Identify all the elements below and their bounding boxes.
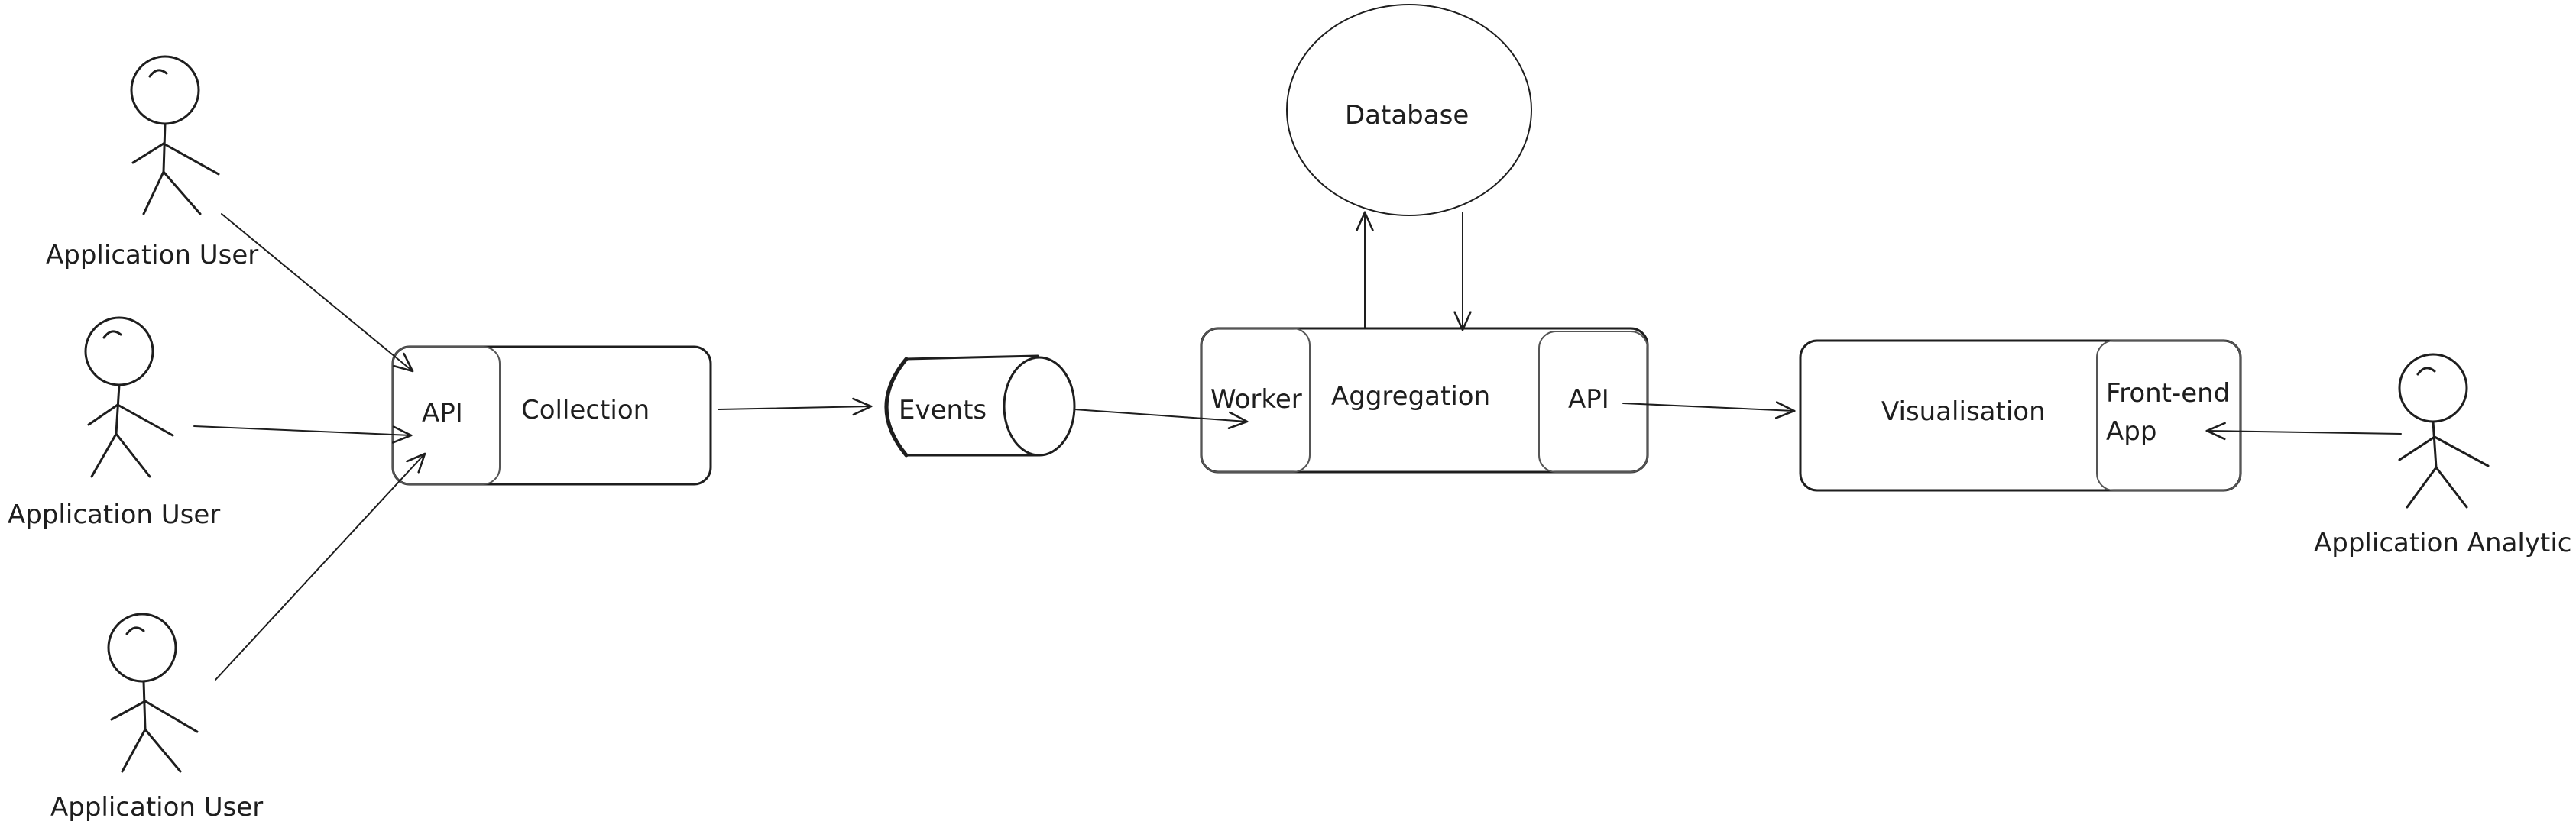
aggregation-worker-box[interactable] bbox=[1201, 328, 1311, 473]
events-title: Events bbox=[899, 395, 987, 425]
collection-title: Collection bbox=[521, 395, 650, 425]
collection-api-box[interactable] bbox=[392, 346, 501, 485]
aggregation-title: Aggregation bbox=[1331, 381, 1490, 412]
stick-figure-icon bbox=[2398, 353, 2490, 509]
visualisation-title: Visualisation bbox=[1881, 396, 2046, 427]
actor-user-top-label: Application User bbox=[46, 240, 258, 270]
arrow-user-bottom-to-api bbox=[215, 454, 425, 681]
connectors bbox=[193, 212, 2402, 681]
database-title: Database bbox=[1345, 100, 1469, 131]
arrow-user-top-to-api bbox=[221, 213, 413, 371]
aggregation-api-label: API bbox=[1568, 384, 1609, 415]
stick-figure-icon bbox=[84, 316, 174, 478]
stick-figure-icon bbox=[130, 55, 220, 215]
arrow-events-to-worker bbox=[1074, 409, 1247, 422]
arrow-collection-to-events bbox=[718, 406, 871, 409]
actor-user-bottom[interactable]: Application User bbox=[50, 613, 263, 823]
actor-user-middle[interactable]: Application User bbox=[8, 316, 220, 530]
aggregation-worker-label: Worker bbox=[1210, 384, 1302, 415]
actor-user-middle-label: Application User bbox=[8, 500, 220, 530]
actor-analytic[interactable]: Application Analytic bbox=[2314, 353, 2571, 558]
actor-user-top[interactable]: Application User bbox=[46, 55, 258, 270]
frontend-app-box[interactable] bbox=[2096, 340, 2241, 491]
arrow-user-middle-to-api bbox=[193, 425, 411, 435]
frontend-app-label-line2: App bbox=[2106, 416, 2156, 447]
events-queue[interactable]: Events bbox=[884, 354, 1076, 458]
collection-service[interactable]: API Collection bbox=[391, 345, 712, 486]
arrow-analytic-to-frontend bbox=[2207, 431, 2402, 434]
database[interactable]: Database bbox=[1286, 4, 1532, 216]
actor-user-bottom-label: Application User bbox=[50, 792, 263, 823]
actor-analytic-label: Application Analytic bbox=[2314, 528, 2571, 558]
arrow-api-to-visualisation bbox=[1622, 403, 1794, 411]
visualisation-service[interactable]: Visualisation Front-end App bbox=[1799, 339, 2242, 492]
stick-figure-icon bbox=[107, 613, 199, 773]
aggregation-service[interactable]: Worker Aggregation API bbox=[1200, 327, 1649, 474]
aggregation-api-box[interactable] bbox=[1538, 331, 1648, 473]
collection-api-label: API bbox=[422, 398, 463, 428]
frontend-app-label-line1: Front-end bbox=[2106, 378, 2230, 409]
